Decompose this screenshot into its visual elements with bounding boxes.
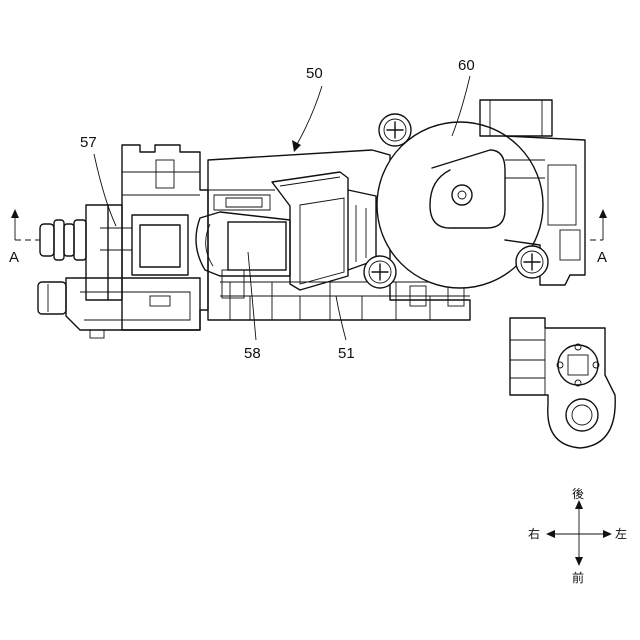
direction-front: 前 [572, 570, 584, 585]
label-60: 60 [458, 57, 475, 74]
direction-compass: 後 前 右 左 [528, 487, 627, 585]
section-marker-right: A [590, 209, 607, 266]
section-marker-left: A [9, 209, 40, 266]
lever-58 [196, 195, 290, 276]
screw-top [379, 114, 411, 146]
direction-left: 左 [615, 526, 627, 541]
section-label-left: A [9, 249, 19, 266]
slider-block [272, 172, 376, 290]
connector-57 [66, 145, 208, 338]
callout-50: 50 [292, 65, 323, 152]
plug-upper [40, 220, 86, 260]
screw-mid [364, 256, 396, 288]
callout-51: 51 [336, 296, 355, 362]
label-58: 58 [244, 345, 261, 362]
mounting-bracket [510, 318, 615, 448]
direction-back: 後 [572, 487, 584, 501]
screw-right [516, 246, 548, 278]
label-57: 57 [80, 134, 97, 151]
plug-lower [38, 282, 66, 314]
label-51: 51 [338, 345, 355, 362]
direction-right: 右 [528, 526, 540, 541]
label-50: 50 [306, 65, 323, 82]
section-label-right: A [597, 249, 607, 266]
